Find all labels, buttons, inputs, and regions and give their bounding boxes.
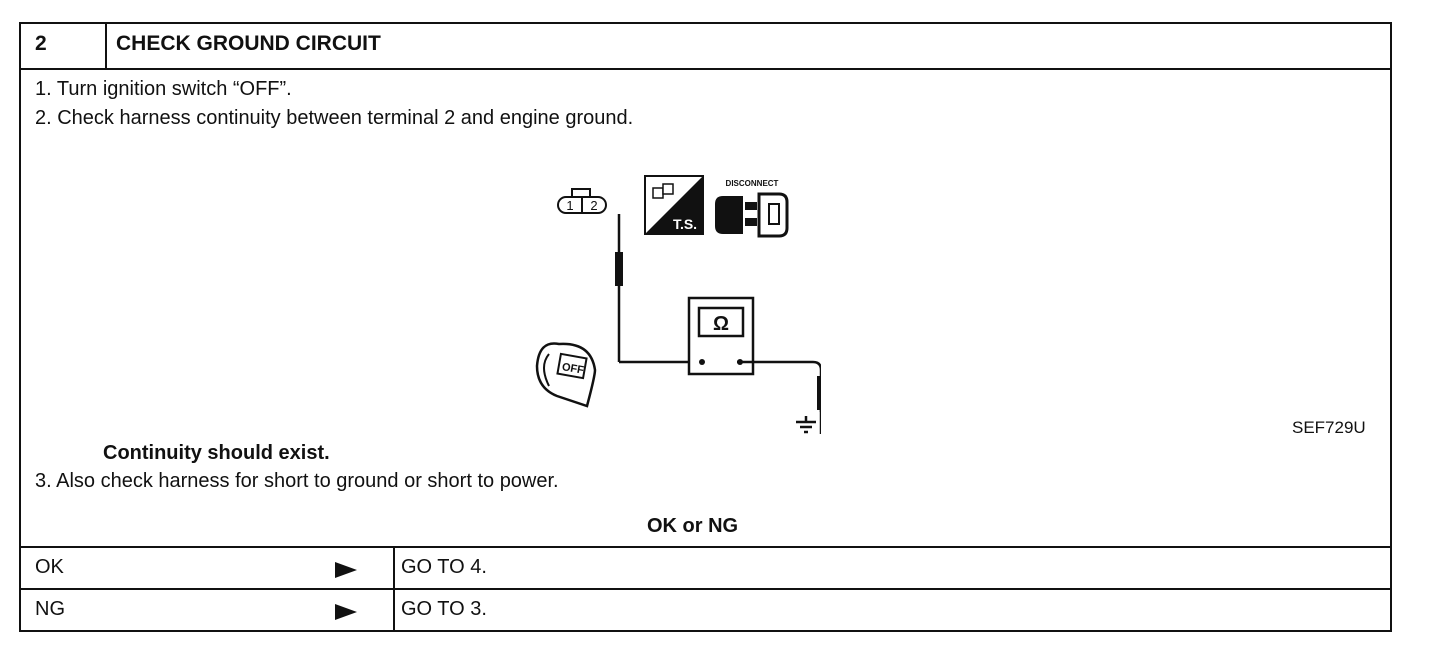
arrow-right-icon: [335, 562, 357, 578]
disconnect-icon: DISCONNECT: [715, 179, 789, 238]
disconnect-label: DISCONNECT: [726, 179, 779, 188]
result-ng-action: GO TO 3.: [401, 598, 487, 620]
result-ok-action: GO TO 4.: [401, 556, 487, 578]
header-divider: [105, 24, 107, 68]
result-header: OK or NG: [647, 515, 739, 537]
figure-code: SEF729U: [1292, 418, 1366, 437]
result-ng-label: NG: [35, 598, 65, 620]
instruction-2: 2. Check harness continuity between term…: [35, 107, 634, 129]
ts-label: T.S.: [673, 216, 697, 232]
header-rule: [21, 68, 1390, 70]
ts-icon: T.S.: [644, 175, 704, 235]
results-rule-mid: [21, 588, 1390, 590]
continuity-spec: Continuity should exist.: [103, 442, 330, 464]
instruction-1: 1. Turn ignition switch “OFF”.: [35, 78, 292, 100]
results-rule-top: [21, 546, 1390, 548]
arrow-right-icon: [335, 604, 357, 620]
diagnostic-procedure-table: 2 CHECK GROUND CIRCUIT 1. Turn ignition …: [19, 22, 1392, 632]
connector-pin-1: 1: [566, 198, 573, 213]
ignition-key-icon: OFF: [535, 342, 597, 408]
circuit-diagram: 1 2 T.S. DISCONNECT Ω: [535, 175, 821, 434]
connector-pin-2: 2: [590, 198, 597, 213]
step-title: CHECK GROUND CIRCUIT: [116, 32, 381, 55]
meter-symbol: Ω: [713, 313, 729, 335]
ground-icon: [796, 416, 816, 434]
result-ok-label: OK: [35, 556, 64, 578]
key-label: OFF: [561, 361, 585, 377]
step-number: 2: [35, 32, 47, 55]
ohmmeter-icon: Ω: [687, 296, 755, 376]
connector-icon: 1 2: [557, 188, 607, 214]
instruction-3: 3. Also check harness for short to groun…: [35, 470, 559, 492]
